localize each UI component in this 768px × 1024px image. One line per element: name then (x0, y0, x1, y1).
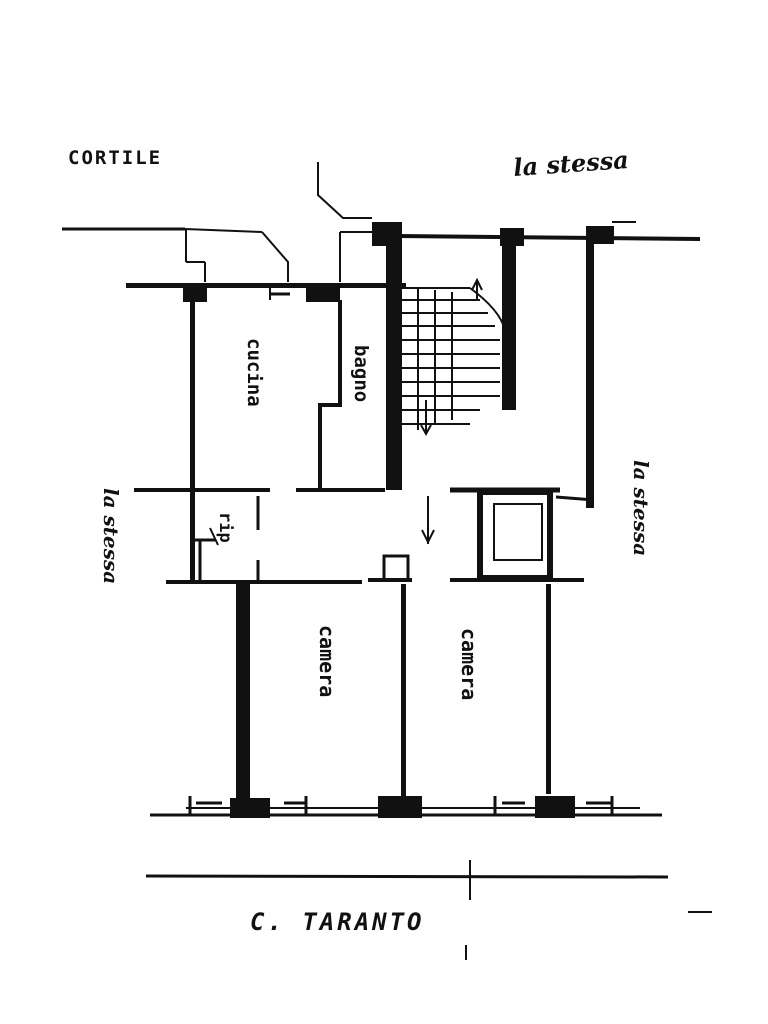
bedroom-walls (236, 584, 551, 804)
street-lines (145, 860, 712, 960)
bedroom-label-left: camera (315, 625, 339, 697)
elevator-shaft (477, 489, 553, 581)
bedroom-label-right: camera (457, 628, 481, 700)
staircase (402, 240, 516, 545)
street-label: C. TARANTO (250, 908, 425, 936)
neighbor-label-top: la stessa (512, 145, 629, 182)
courtyard-label: CORTILE (68, 147, 162, 169)
closet-walls (190, 496, 260, 582)
stairwell-right-wall (450, 240, 595, 508)
neighbor-label-left: la stessa (99, 488, 123, 584)
closet-label: rip (215, 512, 235, 543)
kitchen-label: cucina (243, 338, 265, 407)
courtyard-boundary (62, 162, 701, 282)
facade-wall (150, 796, 662, 818)
kitchen-bath-walls (190, 240, 402, 580)
bathroom-label: bagno (350, 345, 372, 402)
neighbor-label-right: la stessa (629, 460, 653, 556)
